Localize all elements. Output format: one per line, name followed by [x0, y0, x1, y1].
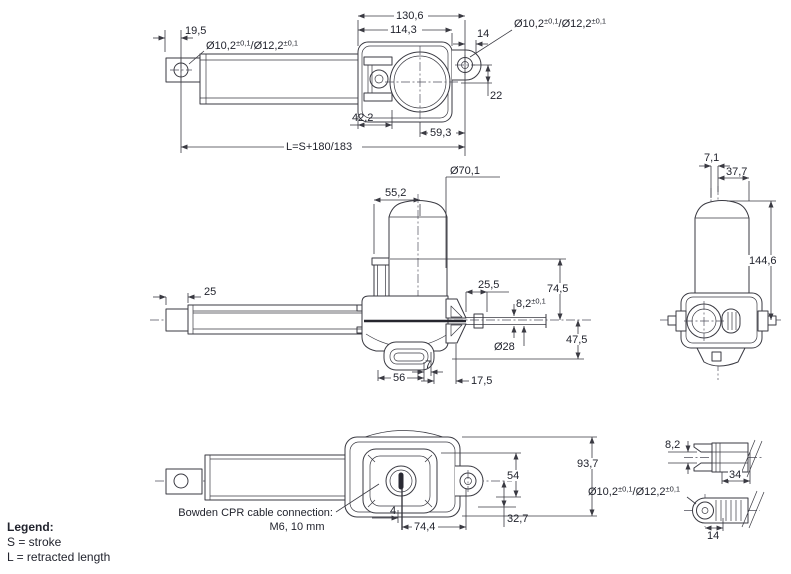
dim-25: 25	[204, 286, 216, 298]
legend: Legend: S = stroke L = retracted length	[7, 520, 110, 564]
front-clevis-bottom-view	[165, 468, 203, 495]
dim-4: 4	[390, 505, 396, 517]
dim-74-4: 74,4	[414, 521, 435, 533]
legend-retracted: L = retracted length	[7, 550, 110, 564]
dim-19-5: 19,5	[185, 25, 206, 37]
dim-59-3: 59,3	[430, 127, 451, 139]
gear-housing-side-view	[361, 295, 449, 352]
spindle-tube-cap	[371, 257, 392, 266]
bottom-view-drawing	[155, 430, 512, 518]
spindle-mechanism	[363, 56, 393, 102]
dim-42-2: 42,2	[352, 112, 373, 124]
dim-56: 56	[393, 372, 405, 384]
side-view-drawing	[150, 194, 592, 378]
dim-7: 7	[425, 359, 431, 371]
rod-end-stub	[165, 308, 189, 332]
dim-54: 54	[507, 470, 519, 482]
dim-7-1: 7,1	[704, 152, 719, 164]
top-view-dimensions: 19,5 130,6 114,3 14 Ø10,2±0,1/Ø12,2±0,1 …	[153, 10, 606, 156]
right-pin	[767, 315, 777, 326]
cable-fitting	[473, 313, 484, 329]
outer-tube-top-view	[199, 53, 361, 105]
rear-view-dimensions: 7,1 37,7 144,6	[699, 152, 780, 320]
eye-body	[692, 497, 749, 524]
dim-34: 34	[729, 469, 741, 481]
dim-17-5: 17,5	[471, 375, 492, 387]
dim-37-7: 37,7	[726, 166, 747, 178]
dim-55-2: 55,2	[385, 187, 406, 199]
side-pocket	[721, 308, 741, 334]
dim-14-ear: 14	[477, 28, 489, 40]
dim-28: Ø28	[494, 341, 515, 353]
keyhole-slot	[398, 472, 404, 490]
bottom-view-dimensions: 54 93,7 32,7 4 74,4 Bowden CPR cable con…	[178, 436, 609, 533]
dim-130-6: 130,6	[396, 10, 424, 22]
dim-70-1: Ø70,1	[450, 165, 480, 177]
pin-hole-label-left: Ø10,2±0,1/Ø12,2±0,1	[206, 39, 298, 53]
legend-stroke: S = stroke	[7, 535, 62, 549]
dim-8-2-fork: 8,2	[665, 439, 680, 451]
dim-length-formula: L=S+180/183	[286, 141, 352, 153]
bowden-note-line1: Bowden CPR cable connection:	[178, 507, 333, 519]
rear-ear-bottom-view	[455, 465, 484, 497]
dim-22: 22	[490, 90, 502, 102]
legend-title: Legend:	[7, 520, 54, 534]
eye-end-detail: Ø10,2±0,1/Ø12,2±0,1 14	[588, 485, 765, 542]
dim-74-5: 74,5	[547, 283, 568, 295]
dim-25-5: 25,5	[478, 279, 499, 291]
side-view-dimensions: 25 55,2 Ø70,1 25,5 8,2±0,1 Ø28 74,5 47,5	[153, 165, 594, 387]
left-pin	[667, 315, 677, 326]
eye-hole	[696, 501, 714, 520]
dim-114-3: 114,3	[390, 24, 417, 36]
outer-tube-side-view	[187, 304, 363, 335]
rear-view-drawing	[660, 186, 782, 380]
dim-93-7: 93,7	[577, 458, 598, 470]
motor-arc-bottom-view	[364, 430, 444, 438]
bowden-note-line2: M6, 10 mm	[269, 521, 324, 533]
motor-body-rear-view	[694, 200, 750, 293]
top-view-drawing	[165, 41, 482, 123]
dim-47-5: 47,5	[566, 334, 587, 346]
dim-32-7: 32,7	[507, 513, 528, 525]
dim-8-2-cable: 8,2±0,1	[516, 297, 546, 311]
outer-tube-bottom-view	[204, 454, 346, 501]
pin-hole-label-right: Ø10,2±0,1/Ø12,2±0,1	[514, 17, 606, 31]
dim-144-6: 144,6	[749, 255, 777, 267]
rear-cable-cone	[445, 298, 467, 344]
pin-hole-label-detail: Ø10,2±0,1/Ø12,2±0,1	[588, 485, 680, 499]
dim-14-eye: 14	[707, 530, 719, 542]
fork-body	[711, 442, 749, 473]
fork-end-detail: 8,2 34	[665, 439, 763, 484]
